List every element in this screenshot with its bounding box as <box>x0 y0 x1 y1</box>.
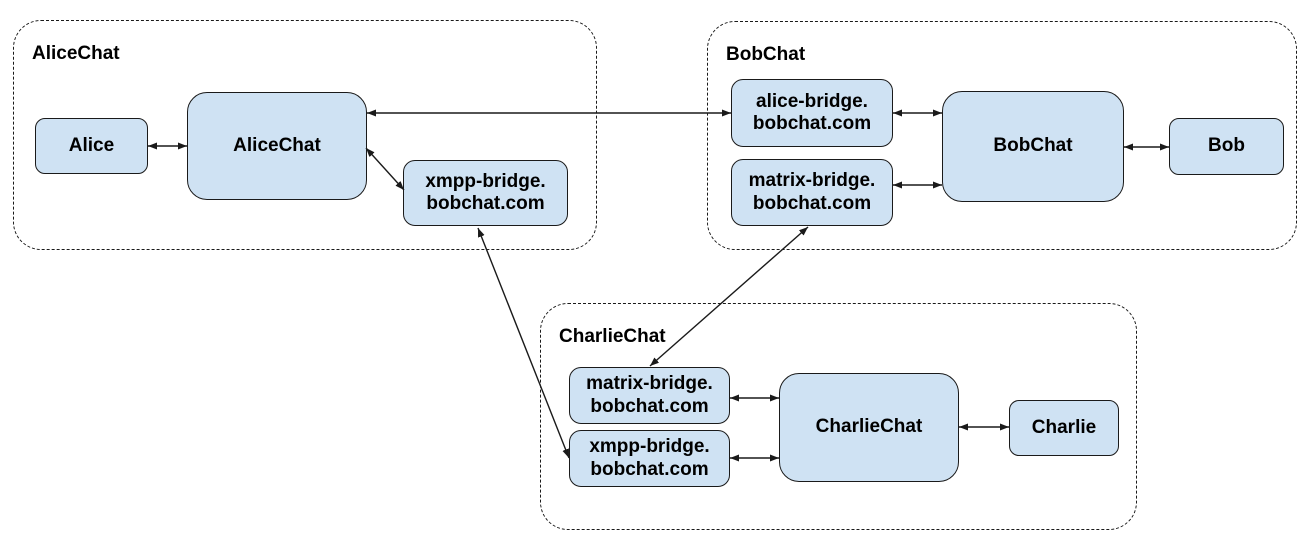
group-alicechat-label: AliceChat <box>32 43 120 64</box>
group-charliechat-label: CharlieChat <box>559 326 666 347</box>
group-bobchat-label: BobChat <box>726 44 806 65</box>
node-alicechat-server: AliceChat <box>187 92 367 200</box>
node-bobchat-server: BobChat <box>942 91 1124 202</box>
node-xmpp-bridge-alice: xmpp-bridge. bobchat.com <box>403 160 568 226</box>
node-alice-bridge-bob: alice-bridge. bobchat.com <box>731 79 893 147</box>
node-charliechat-server: CharlieChat <box>779 373 959 482</box>
node-xmpp-bridge-charlie: xmpp-bridge. bobchat.com <box>569 430 730 487</box>
group-alicechat: AliceChat <box>13 20 597 250</box>
node-charlie: Charlie <box>1009 400 1119 456</box>
node-matrix-bridge-bob: matrix-bridge. bobchat.com <box>731 159 893 226</box>
node-alice: Alice <box>35 118 148 174</box>
group-bobchat: BobChat <box>707 21 1297 250</box>
node-matrix-bridge-charlie: matrix-bridge. bobchat.com <box>569 367 730 424</box>
node-bob: Bob <box>1169 118 1284 175</box>
